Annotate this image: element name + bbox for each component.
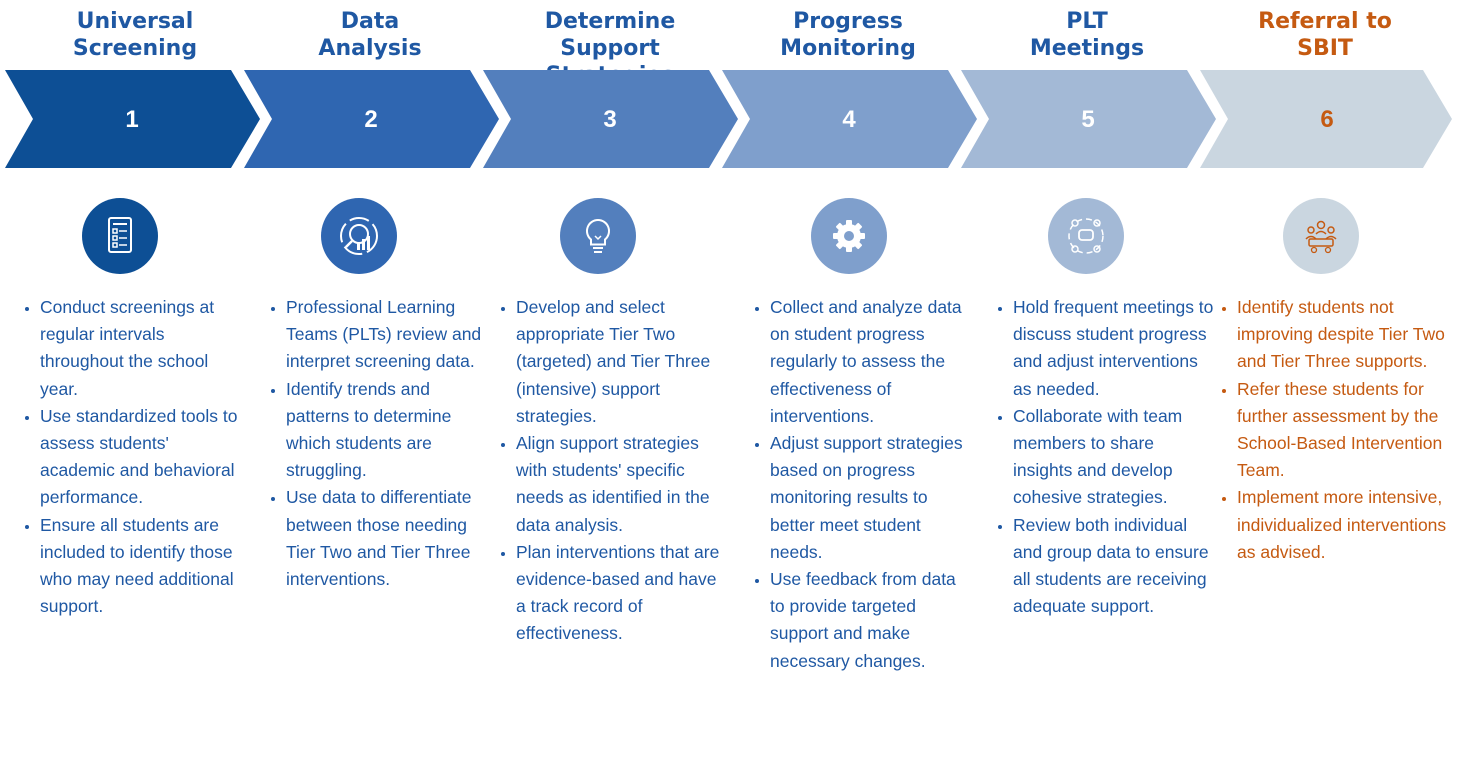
list-item: Hold frequent meetings to discuss studen… [1013,294,1218,403]
step-5-title-line2: Meetings [1029,36,1145,61]
data-analysis-chart-icon [340,217,378,255]
chevron-2 [244,70,499,168]
step-5-title-line1: PLT [1066,9,1108,34]
step-6-title-line2: SBIT [1297,36,1353,61]
step-2-icon-circle [321,198,397,274]
list-item: Conduct screenings at regular intervals … [40,294,245,403]
chevron-6 [1200,70,1452,168]
step-3-title-line1: Determine Support [544,9,676,61]
step-2-title-line1: Data [340,9,400,34]
step-3-title: Determine Support Strategies [495,8,725,89]
list-item: Adjust support strategies based on progr… [770,430,975,566]
step-6-title-line1: Referral to [1258,9,1392,34]
list-item: Refer these students for further assessm… [1237,376,1461,485]
list-item: Develop and select appropriate Tier Two … [516,294,721,430]
step-5-number: 5 [1081,106,1094,133]
chevron-3 [483,70,738,168]
lightbulb-icon [586,218,610,253]
gear-icon [833,220,865,252]
step-1-icon-circle [82,198,158,274]
step-6-icon-circle [1283,198,1359,274]
chevron-5 [961,70,1216,168]
chevron-4 [722,70,977,168]
list-item: Review both individual and group data to… [1013,512,1218,621]
team-discussion-icon [1068,218,1104,254]
list-item: Plan interventions that are evidence-bas… [516,539,721,648]
step-4-number: 4 [842,106,856,133]
step-3-number: 3 [603,106,616,133]
step-1-number: 1 [125,106,138,133]
step-6-title: Referral to SBIT [1210,8,1440,62]
step-5-title: PLT Meetings [972,8,1202,62]
list-item: Use feedback from data to provide target… [770,566,975,675]
step-4-bullets: Collect and analyze data on student prog… [748,294,975,675]
team-meeting-icon [1305,220,1337,254]
step-2-bullets: Professional Learning Teams (PLTs) revie… [264,294,491,593]
step-5-icon-circle [1048,198,1124,274]
step-3-bullets: Develop and select appropriate Tier Two … [494,294,721,648]
list-item: Use data to differentiate between those … [286,484,491,593]
step-2-title: Data Analysis [255,8,485,62]
step-6-bullets: Identify students not improving despite … [1215,294,1461,566]
step-4-title-line1: Progress [793,9,903,34]
chevron-1 [5,70,260,168]
step-2-number: 2 [364,106,377,133]
list-item: Professional Learning Teams (PLTs) revie… [286,294,491,376]
step-3-icon-circle [560,198,636,274]
step-2-title-line2: Analysis [318,36,422,61]
list-item: Align support strategies with students' … [516,430,721,539]
step-1-title: Universal Screening [20,8,250,62]
list-item: Implement more intensive, individualized… [1237,484,1461,566]
step-4-icon-circle [811,198,887,274]
step-1-bullets: Conduct screenings at regular intervals … [18,294,245,620]
step-4-title-line2: Monitoring [780,36,916,61]
list-item: Identify students not improving despite … [1237,294,1461,376]
list-item: Use standardized tools to assess student… [40,403,245,512]
step-6-number: 6 [1320,106,1333,133]
step-4-title: Progress Monitoring [733,8,963,62]
list-item: Identify trends and patterns to determin… [286,376,491,485]
process-chevrons: 1 2 3 4 5 6 [5,70,1452,168]
test-checklist-icon [108,217,132,253]
step-5-bullets: Hold frequent meetings to discuss studen… [991,294,1218,620]
list-item: Collect and analyze data on student prog… [770,294,975,430]
step-1-title-line2: Screening [72,36,198,61]
list-item: Ensure all students are included to iden… [40,512,245,621]
step-1-title-line1: Universal [76,9,194,34]
list-item: Collaborate with team members to share i… [1013,403,1218,512]
